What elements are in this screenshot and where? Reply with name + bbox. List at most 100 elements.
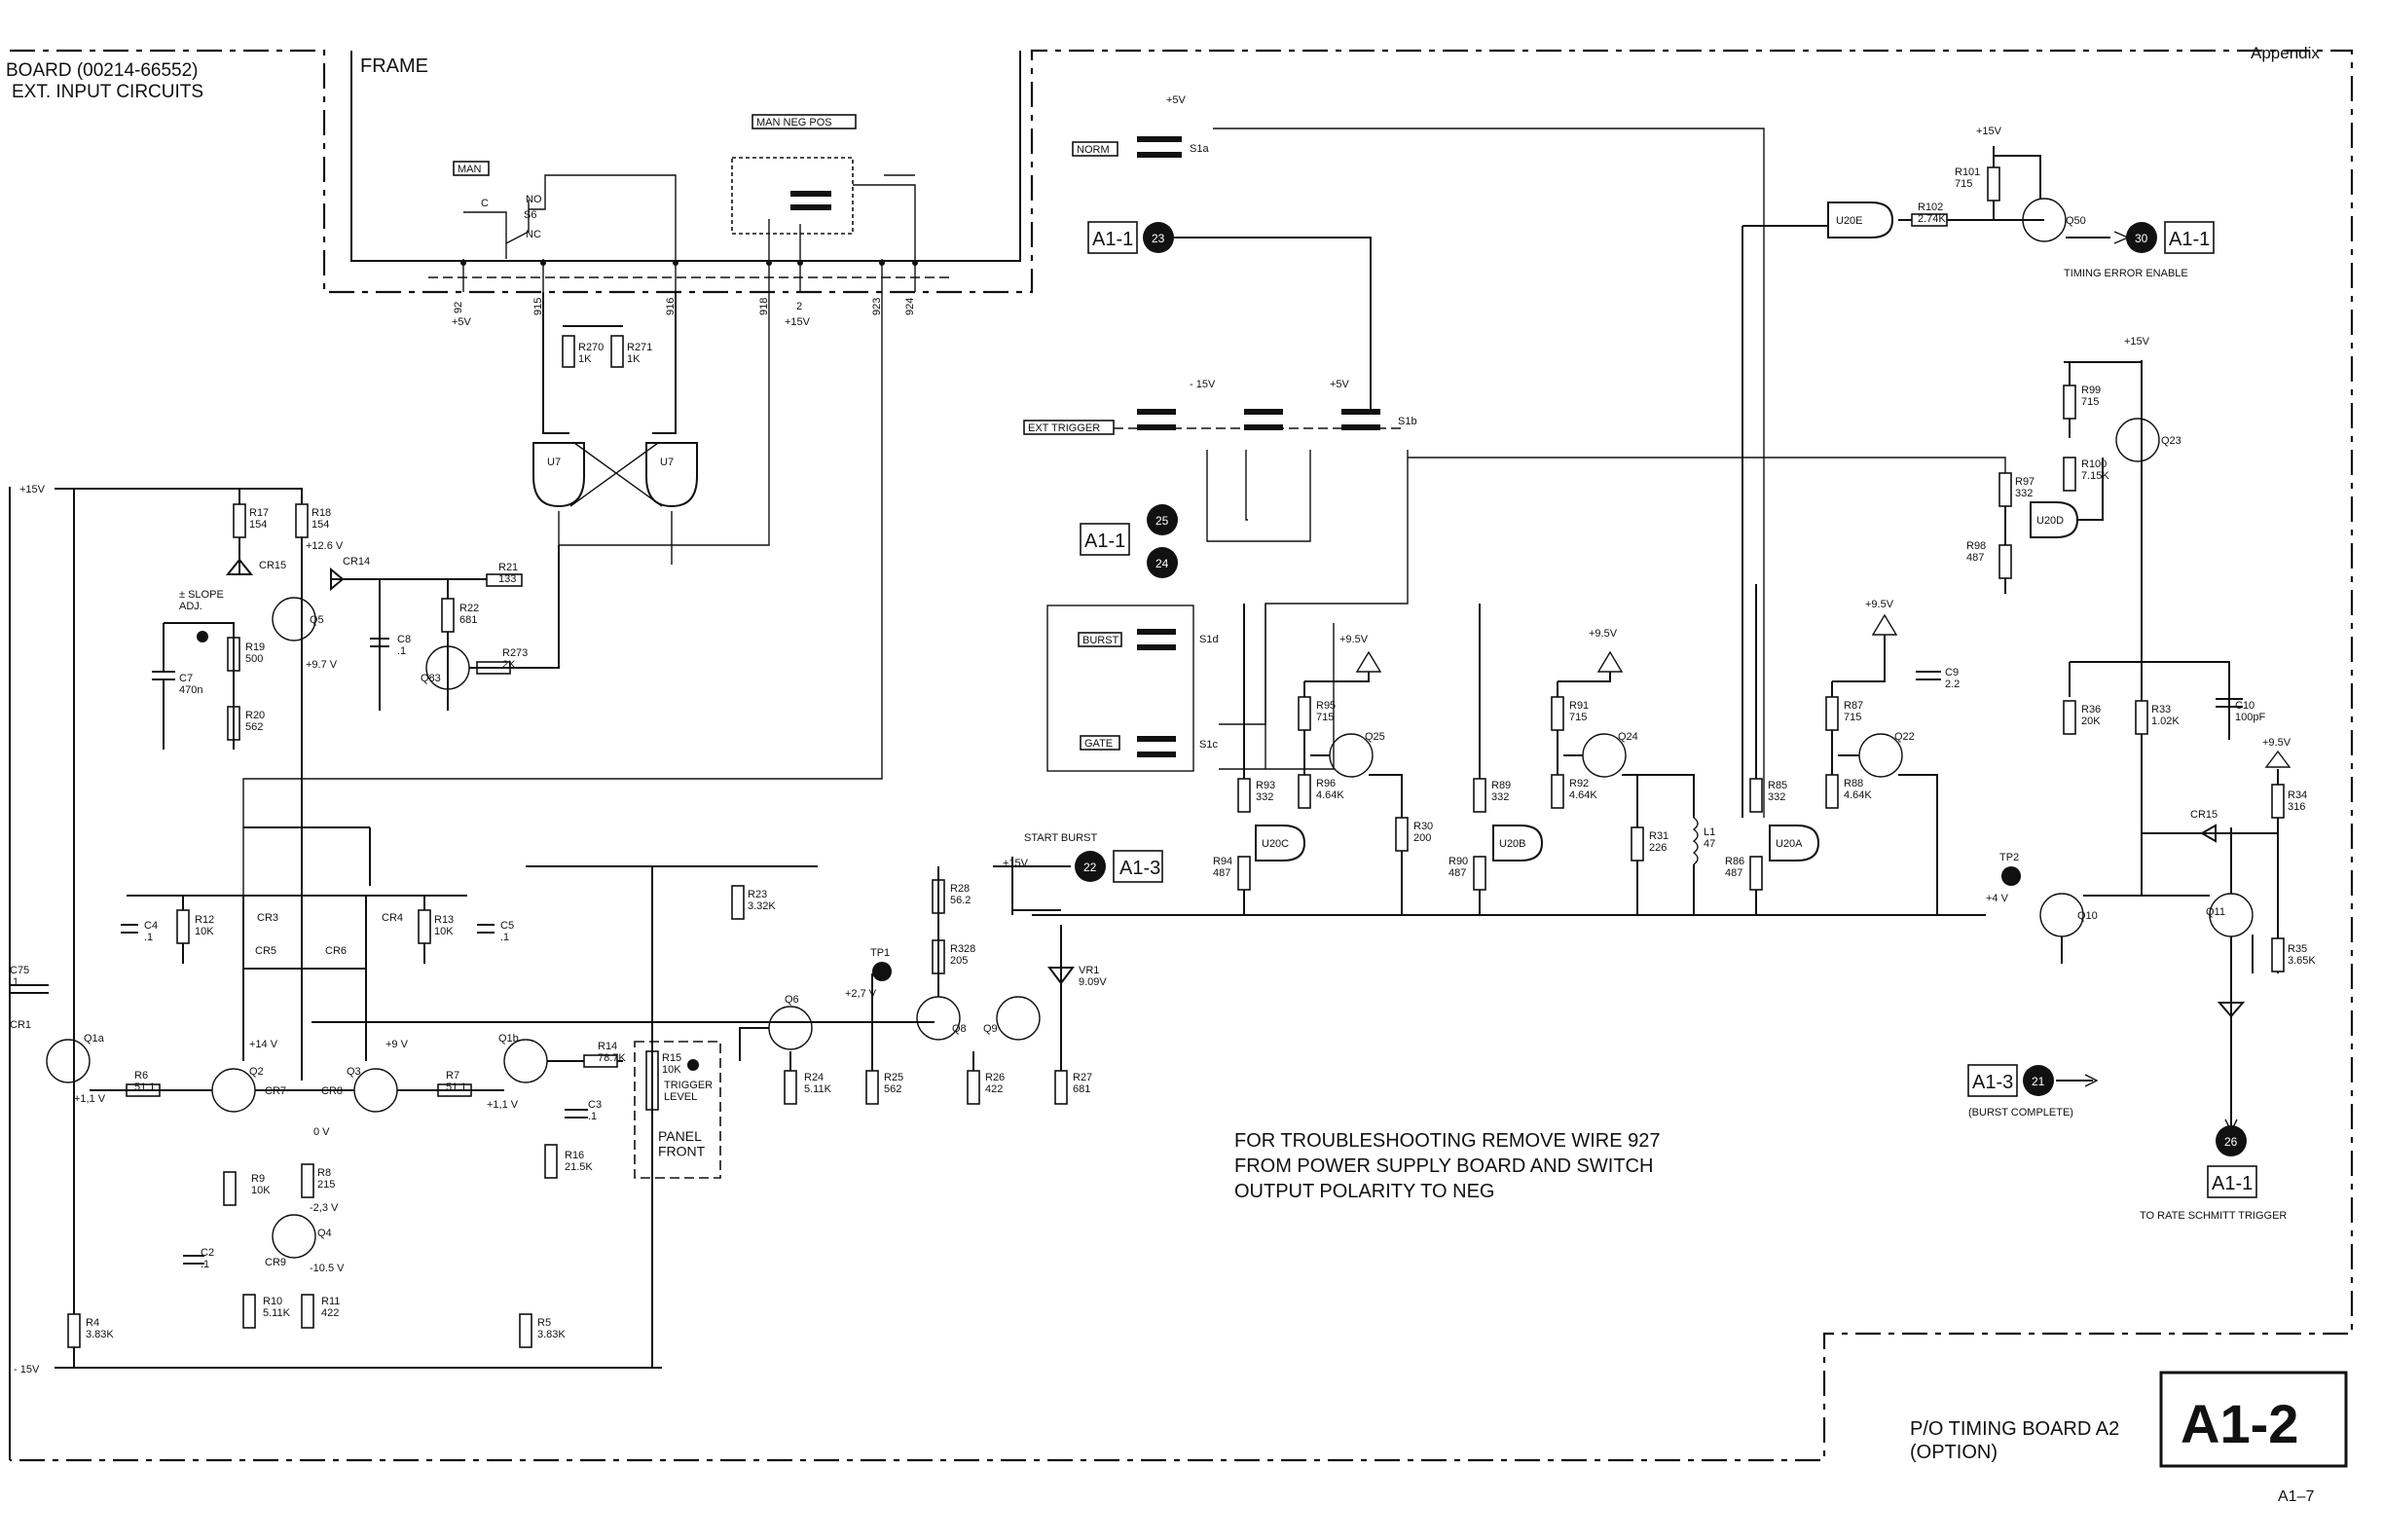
connector-a1-3-21[interactable]: A1-3 21 (BURST COMPLETE) bbox=[1967, 1064, 2099, 1118]
node-26: 26 bbox=[2224, 1135, 2238, 1149]
u7a-label: U7 bbox=[547, 457, 561, 468]
connector-a1-1-30[interactable]: 30 A1-1 TIMING ERROR ENABLE bbox=[2064, 221, 2215, 279]
v27-label: +2,7 V bbox=[845, 988, 877, 1000]
s1d-label: S1d bbox=[1199, 634, 1219, 645]
note-line3: OUTPUT POLARITY TO NEG bbox=[1234, 1181, 1494, 1202]
switch-s1b: EXT TRIGGER - 15V +5V S1b bbox=[1023, 379, 2006, 769]
v4-label: +4 V bbox=[1986, 893, 2009, 904]
s1b-label: S1b bbox=[1398, 416, 1417, 427]
q11-label: Q11 bbox=[2206, 906, 2225, 918]
note-line1: FOR TROUBLESHOOTING REMOVE WIRE 927 bbox=[1234, 1130, 1660, 1152]
q25-label: Q23 bbox=[2161, 435, 2181, 447]
start-burst-connector[interactable]: START BURST 22 A1-3 +15V bbox=[1003, 832, 1163, 883]
v11b-label: +1,1 V bbox=[487, 1099, 519, 1111]
wire-924: 924 bbox=[904, 298, 916, 315]
vm23-label: -2,3 V bbox=[310, 1202, 339, 1214]
q22-label: Q22 bbox=[1894, 731, 1915, 743]
v14-label: +14 V bbox=[249, 1039, 278, 1050]
ext-input-label: EXT. INPUT CIRCUITS bbox=[12, 82, 203, 102]
s1b-m15-label: - 15V bbox=[1190, 379, 1216, 390]
s1a-label: S1a bbox=[1190, 143, 1209, 155]
node-22: 22 bbox=[1083, 861, 1097, 874]
start-burst-label: START BURST bbox=[1024, 832, 1097, 844]
q6-label: Q6 bbox=[785, 994, 799, 1006]
q50-label: Q50 bbox=[2066, 215, 2086, 227]
wire-918: 918 bbox=[758, 298, 770, 315]
u20d-label: U20D bbox=[2036, 515, 2064, 527]
troubleshooting-note: FOR TROUBLESHOOTING REMOVE WIRE 927 FROM… bbox=[1234, 1130, 1660, 1202]
wire-916: 916 bbox=[665, 298, 677, 315]
connector-a1-1-23[interactable]: A1-1 23 bbox=[1087, 221, 1372, 409]
node-25: 25 bbox=[1155, 514, 1169, 528]
s6-nc-label: NC bbox=[526, 229, 541, 240]
cr11-label: CR14 bbox=[343, 556, 370, 568]
q1a-label: Q1a bbox=[84, 1033, 105, 1045]
s6-c-label: C bbox=[481, 198, 489, 209]
c4-label: C4.1 bbox=[144, 920, 158, 943]
switch-s1a: NORM +5V S1a bbox=[1072, 94, 1765, 818]
s1a-p5-label: +5V bbox=[1166, 94, 1187, 106]
q2-label: Q2 bbox=[249, 1066, 264, 1078]
tp1-label: TP1 bbox=[870, 947, 890, 959]
p15-q9-label: +15V bbox=[1003, 858, 1029, 869]
v97-label: +9.7 V bbox=[306, 659, 338, 671]
v9-label: +9 V bbox=[385, 1039, 409, 1050]
v126-label: +12.6 V bbox=[306, 540, 344, 552]
q83-label: Q83 bbox=[421, 673, 441, 684]
u7b-label: U7 bbox=[660, 457, 674, 468]
p95-q22: +9.5V bbox=[1865, 599, 1894, 610]
rail-m15-label: - 15V bbox=[14, 1364, 40, 1375]
q23-label: Q24 bbox=[1618, 731, 1638, 743]
connector-a1-1-26[interactable]: 26 A1-1 TO RATE SCHMITT TRIGGER bbox=[2140, 1125, 2287, 1222]
wire-915: 915 bbox=[532, 298, 544, 315]
a1-3-21-id: A1-3 bbox=[1972, 1072, 2013, 1093]
tp2-label: TP2 bbox=[1999, 852, 2019, 863]
switch-s1c-s1d: BURST GATE S1d S1c bbox=[1046, 604, 1335, 772]
c75-label: C75.1 bbox=[10, 965, 29, 988]
title-line2: (OPTION) bbox=[1910, 1442, 1998, 1463]
ext-trigger-label: EXT TRIGGER bbox=[1028, 422, 1100, 434]
c3-label: C3.1 bbox=[588, 1099, 602, 1122]
rail-p15-label: +15V bbox=[19, 484, 46, 495]
appendix-label: Appendix bbox=[2251, 44, 2320, 62]
board-label: BOARD (00214-66552) bbox=[6, 60, 199, 81]
wire-923: 923 bbox=[871, 298, 883, 315]
s6-label: S6 bbox=[524, 209, 536, 221]
u20e-label: U20E bbox=[1836, 215, 1863, 227]
q9-label: Q9 bbox=[983, 1023, 998, 1035]
connector-a1-1-25-24[interactable]: 25 A1-1 24 bbox=[1080, 504, 1178, 578]
cr9-label: CR9 bbox=[265, 1257, 286, 1268]
page-number: A1–7 bbox=[2278, 1488, 2314, 1505]
c8-label: C8.1 bbox=[397, 634, 411, 657]
gate-label: GATE bbox=[1084, 738, 1113, 750]
